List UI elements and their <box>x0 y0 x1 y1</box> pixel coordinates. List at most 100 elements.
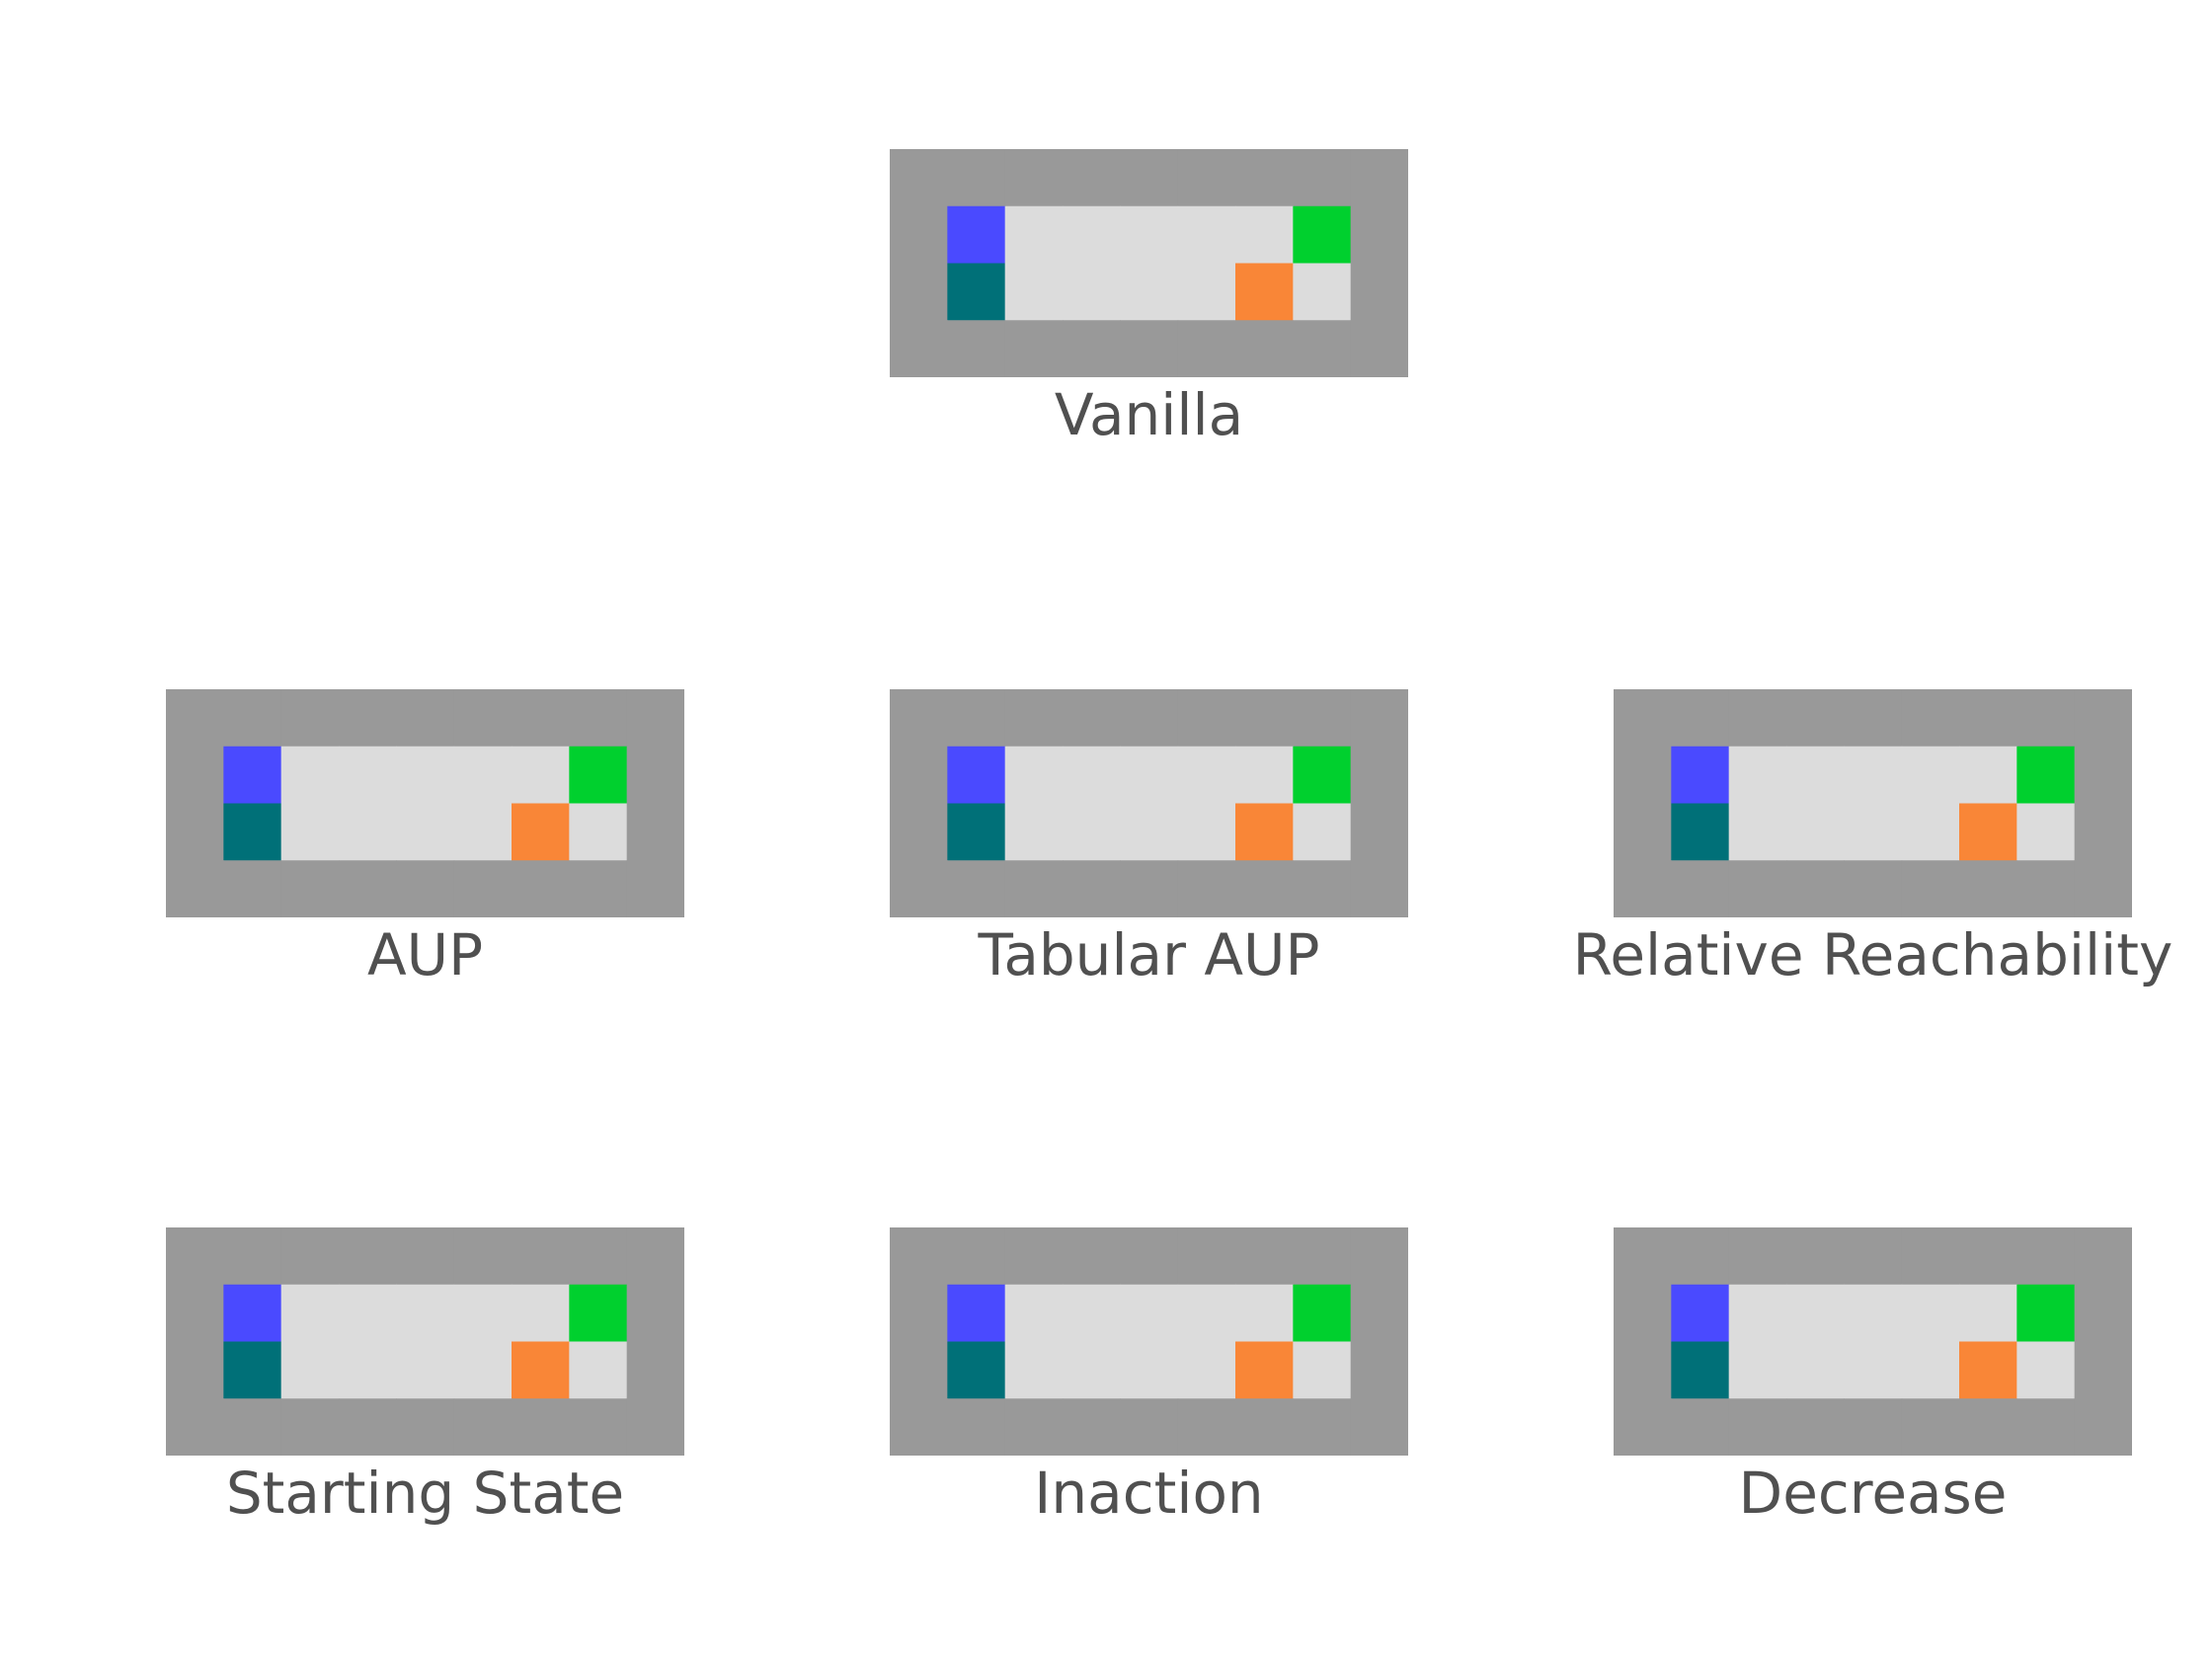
grid-cell-wall <box>569 689 628 748</box>
gridworld-image <box>166 1227 684 1456</box>
panel-label: Starting State <box>225 1460 625 1527</box>
grid-cell-wall <box>1120 860 1179 917</box>
grid-cell-floor <box>1063 1341 1121 1399</box>
grid-cell-wall <box>947 320 1006 377</box>
grid-cell-wall <box>166 860 224 917</box>
grid-cell-floor <box>1844 803 1903 861</box>
grid-cell-wall <box>396 860 455 917</box>
grid-cell-wall <box>2016 1227 2076 1286</box>
grid-cell-wall <box>947 860 1006 917</box>
grid-cell-wall <box>512 1398 570 1456</box>
grid-cell-wall <box>1614 803 1672 861</box>
grid-cell-box <box>1671 1341 1730 1399</box>
grid-cell-floor <box>1004 205 1064 264</box>
grid-cell-wall <box>1959 1227 2017 1286</box>
grid-cell-wall <box>1844 689 1903 748</box>
grid-cell-floor <box>1844 1341 1903 1399</box>
grid-cell-orange <box>1235 803 1294 861</box>
grid-cell-floor <box>396 746 455 804</box>
grid-cell-wall <box>1177 1398 1236 1456</box>
grid-cell-orange <box>512 1341 570 1399</box>
grid-cell-wall <box>1235 1227 1294 1286</box>
grid-cell-wall <box>1120 689 1179 748</box>
grid-cell-wall <box>1004 1398 1064 1456</box>
grid-cell-wall <box>280 689 340 748</box>
grid-cell-wall <box>1614 860 1672 917</box>
gridworld-svg <box>1614 689 2132 917</box>
grid-cell-wall <box>1786 1227 1845 1286</box>
grid-cell-wall <box>1120 1227 1179 1286</box>
grid-cell-wall <box>1235 320 1294 377</box>
grid-cell-wall <box>2074 803 2132 861</box>
grid-cell-wall <box>453 689 513 748</box>
grid-cell-goal <box>1293 746 1352 804</box>
grid-cell-wall <box>1063 149 1121 207</box>
grid-cell-wall <box>626 803 684 861</box>
grid-cell-wall <box>1235 1398 1294 1456</box>
grid-cell-wall <box>1844 860 1903 917</box>
grid-cell-wall <box>1350 205 1408 264</box>
grid-cell-floor <box>1901 803 1960 861</box>
grid-cell-wall <box>626 860 684 917</box>
grid-cell-floor <box>1728 1284 1787 1342</box>
grid-cell-wall <box>1671 689 1730 748</box>
grid-cell-floor <box>280 1284 340 1342</box>
grid-cell-wall <box>339 1227 397 1286</box>
grid-cell-floor <box>453 746 513 804</box>
grid-cell-floor <box>1235 1284 1294 1342</box>
grid-cell-wall <box>1235 689 1294 748</box>
grid-cell-box <box>947 263 1006 321</box>
grid-cell-box <box>947 1341 1006 1399</box>
grid-cell-wall <box>1350 1284 1408 1342</box>
grid-cell-wall <box>1063 320 1121 377</box>
grid-cell-wall <box>1728 1227 1787 1286</box>
grid-cell-wall <box>166 803 224 861</box>
grid-cell-wall <box>626 689 684 748</box>
grid-cell-wall <box>626 1398 684 1456</box>
grid-cell-floor <box>1959 746 2017 804</box>
grid-cell-wall <box>1293 1398 1352 1456</box>
gridworld-image <box>1614 689 2132 917</box>
grid-cell-wall <box>1959 689 2017 748</box>
grid-cell-floor <box>280 803 340 861</box>
grid-cell-floor <box>1177 746 1236 804</box>
grid-cell-floor <box>1844 746 1903 804</box>
grid-cell-wall <box>890 1284 948 1342</box>
grid-cell-wall <box>512 689 570 748</box>
grid-cell-wall <box>1177 689 1236 748</box>
grid-cell-wall <box>569 1227 628 1286</box>
grid-cell-floor <box>1177 263 1236 321</box>
grid-cell-wall <box>947 1398 1006 1456</box>
grid-cell-floor <box>1120 803 1179 861</box>
gridworld-svg <box>890 1227 1408 1456</box>
grid-cell-goal <box>1293 1284 1352 1342</box>
grid-cell-wall <box>1786 860 1845 917</box>
grid-cell-wall <box>223 1227 282 1286</box>
grid-cell-floor <box>280 746 340 804</box>
grid-cell-goal <box>2016 746 2076 804</box>
grid-cell-floor <box>1063 263 1121 321</box>
grid-cell-floor <box>339 746 397 804</box>
grid-cell-box <box>947 803 1006 861</box>
grid-cell-floor <box>1901 1284 1960 1342</box>
grid-cell-wall <box>1350 1341 1408 1399</box>
grid-cell-wall <box>1063 860 1121 917</box>
grid-cell-floor <box>569 1341 628 1399</box>
grid-cell-floor <box>1293 803 1352 861</box>
grid-cell-wall <box>1614 689 1672 748</box>
grid-cell-floor <box>1728 746 1787 804</box>
grid-cell-wall <box>1844 1398 1903 1456</box>
grid-cell-wall <box>1844 1227 1903 1286</box>
grid-cell-floor <box>1004 746 1064 804</box>
grid-cell-floor <box>1004 1284 1064 1342</box>
grid-cell-wall <box>453 1398 513 1456</box>
grid-cell-wall <box>1350 149 1408 207</box>
gridworld-svg <box>166 1227 684 1456</box>
grid-cell-wall <box>166 1227 224 1286</box>
grid-cell-wall <box>396 1227 455 1286</box>
grid-cell-wall <box>339 1398 397 1456</box>
grid-cell-box <box>223 1341 282 1399</box>
grid-cell-goal <box>2016 1284 2076 1342</box>
grid-cell-wall <box>223 689 282 748</box>
grid-cell-orange <box>1235 1341 1294 1399</box>
